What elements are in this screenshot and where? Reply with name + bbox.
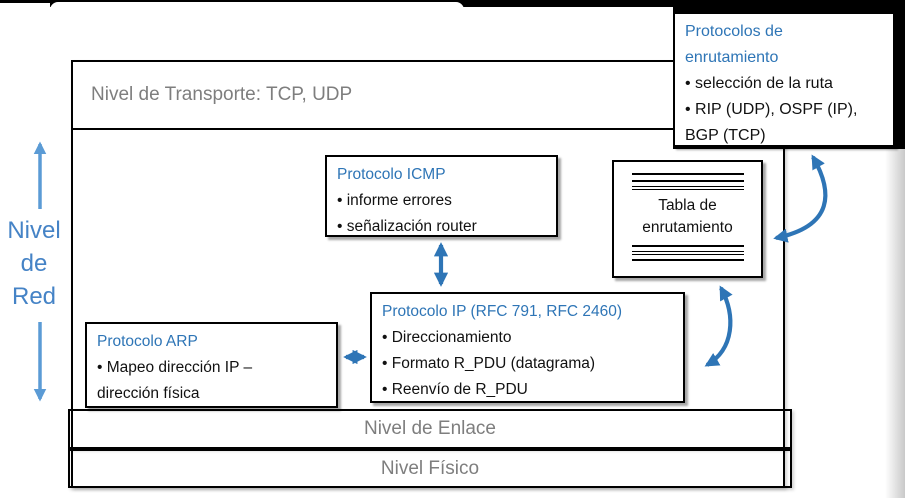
routing-protocols-title: Protocolos de	[685, 23, 783, 40]
routing-table-box: Tabla de enrutamiento	[612, 160, 763, 278]
physical-layer-row: Nivel Físico	[68, 449, 792, 488]
routing-protocols-title: enrutamiento	[685, 49, 779, 66]
routing-table-label-line: Tabla de	[658, 197, 717, 214]
table-line	[631, 186, 744, 187]
icmp-box-title: Protocolo ICMP	[337, 166, 446, 183]
ip-bullet: • Direccionamiento	[382, 329, 512, 346]
ip-bullet: • Reenvío de R_PDU	[382, 381, 528, 398]
icmp-bullet: • informe errores	[337, 192, 452, 209]
table-line	[631, 173, 744, 175]
ip-bullet: • Formato R_PDU (datagrama)	[382, 355, 596, 372]
side-label-line: de	[20, 250, 48, 277]
table-line	[631, 180, 744, 182]
routing-protocols-bullet: • RIP (UDP), OSPF (IP),	[685, 101, 858, 118]
table-line	[631, 189, 744, 190]
table-line	[631, 254, 744, 255]
routing-protocols-bullet-continuation: BGP (TCP)	[685, 127, 766, 144]
physical-layer-label: Nivel Físico	[380, 457, 480, 479]
link-layer-row: Nivel de Enlace	[68, 409, 792, 449]
routing-table-lines-top	[614, 173, 761, 190]
arp-bullet-continuation: dirección física	[97, 385, 200, 402]
icmp-bullet: • señalización router	[337, 218, 477, 235]
table-line	[631, 251, 744, 252]
arp-protocol-box: Protocolo ARP • Mapeo dirección IP – dir…	[85, 322, 338, 408]
arp-bullet: • Mapeo dirección IP –	[97, 359, 253, 376]
network-layer-side-label: Nivel de Red	[2, 214, 66, 313]
routing-protocols-bullet: • selección de la ruta	[685, 75, 833, 92]
side-label-line: Nivel	[7, 217, 61, 244]
arp-box-title: Protocolo ARP	[97, 333, 198, 350]
table-line	[631, 259, 744, 261]
transport-row-divider	[71, 128, 785, 130]
side-label-line: Red	[11, 283, 57, 310]
ip-protocol-box: Protocolo IP (RFC 791, RFC 2460) • Direc…	[370, 292, 685, 403]
link-layer-label: Nivel de Enlace	[363, 418, 497, 439]
routing-table-label: Tabla de enrutamiento	[614, 195, 761, 239]
transport-layer-label: Nivel de Transporte: TCP, UDP	[91, 84, 353, 105]
table-line	[631, 245, 744, 247]
slide-top-edge	[0, 3, 50, 13]
right-edge-shadow	[885, 149, 905, 498]
slide-rounded-tab	[50, 2, 464, 14]
routing-protocols-box: Protocolos de enrutamiento • selección d…	[673, 12, 895, 147]
icmp-protocol-box: Protocolo ICMP • informe errores • señal…	[325, 155, 558, 237]
routing-table-label-line: enrutamiento	[642, 219, 733, 236]
routing-table-lines-bottom	[614, 245, 761, 261]
ip-box-title: Protocolo IP (RFC 791, RFC 2460)	[382, 303, 623, 320]
